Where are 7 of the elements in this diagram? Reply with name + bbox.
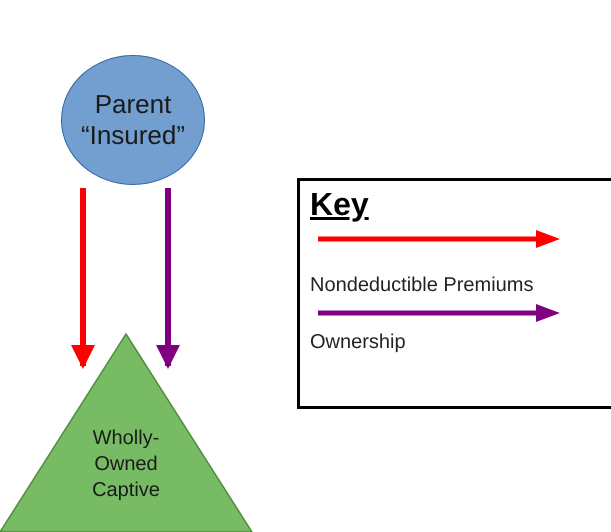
legend-title: Key: [310, 186, 369, 223]
legend-label: Ownership: [310, 331, 406, 354]
node-label: Wholly-Owned Captive: [91, 426, 161, 503]
legend-label: Nondeductible Premiums: [310, 274, 534, 297]
arrow: [71, 188, 95, 369]
node-label: Parent “Insured”: [80, 89, 186, 151]
arrow: [156, 188, 180, 369]
